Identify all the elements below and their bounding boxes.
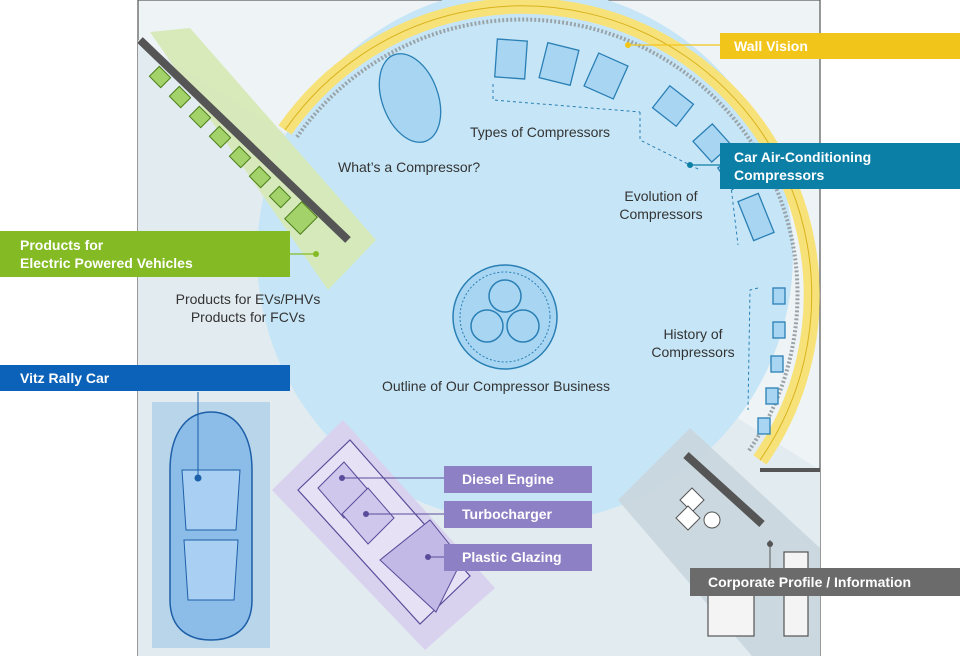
zone-history-line2: Compressors [651, 344, 735, 360]
wall-inner-edge [295, 17, 800, 454]
callout-car-ac-line1: Car Air-Conditioning [734, 149, 872, 165]
panel-guides [492, 84, 759, 411]
callout-corporate: Corporate Profile / Information [690, 568, 960, 596]
zone-history-line1: History of [663, 326, 723, 342]
corporate-zone [618, 428, 820, 656]
compressor-capsule [378, 53, 442, 143]
zone-ev-products-line1: Products for EVs/PHVs [175, 291, 321, 307]
info-desk [707, 589, 755, 637]
callout-ev-line2: Electric Powered Vehicles [20, 255, 193, 271]
zone-ev-products-line2: Products for FCVs [190, 309, 306, 325]
corporate-wall [683, 452, 765, 527]
ev-displays [148, 65, 318, 235]
vitz-marker [194, 474, 202, 482]
zone-evolution: Evolution of Compressors [615, 187, 707, 223]
ev-wall [137, 37, 351, 243]
callout-wall-vision: Wall Vision [720, 33, 960, 59]
zone-outline: Outline of Our Compressor Business [382, 378, 610, 394]
callout-ev-line1: Products for [20, 237, 104, 253]
wall-vision-edge [284, 5, 813, 461]
zone-evolution-line1: Evolution of [624, 188, 698, 204]
callout-glazing: Plastic Glazing [444, 544, 592, 571]
callout-diesel: Diesel Engine [444, 466, 592, 493]
zone-evolution-line2: Compressors [619, 206, 703, 222]
callout-car-ac: Car Air-Conditioning Compressors [720, 143, 960, 189]
zone-types: Types of Compressors [470, 124, 611, 140]
zone-history: History of Compressors [646, 325, 740, 361]
compressor-zone [257, 0, 793, 523]
zone-ev-products: Products for EVs/PHVs Products for FCVs [162, 290, 334, 326]
zone-whats-compressor: What’s a Compressor? [338, 159, 481, 175]
callout-ev: Products for Electric Powered Vehicles [0, 231, 290, 277]
callout-car-ac-line2: Compressors [734, 167, 825, 183]
callout-vitz: Vitz Rally Car [0, 365, 290, 391]
callout-turbo: Turbocharger [444, 501, 592, 528]
compressor-emblem [452, 264, 558, 370]
